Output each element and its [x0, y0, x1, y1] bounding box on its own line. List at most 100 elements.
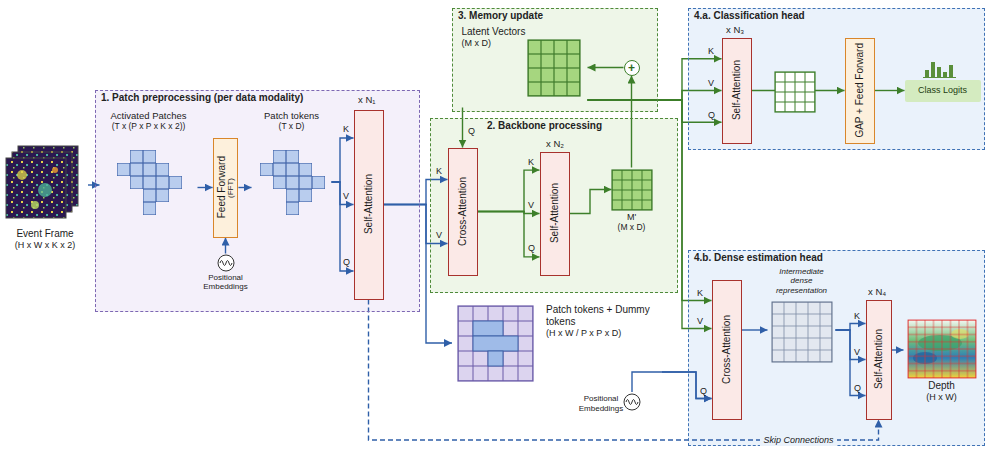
connector-line: [875, 90, 905, 91]
node-label: Activated Patches: [100, 110, 198, 121]
node-label: Depth: [904, 380, 980, 392]
repeat-count: x N₂: [546, 138, 564, 149]
connector-line: [225, 238, 226, 254]
region-tint: [452, 8, 658, 112]
attention-block: Self-Attention: [722, 38, 752, 144]
attention-input-label: Q: [700, 386, 707, 397]
connector-line: [588, 100, 712, 301]
connector-line: [478, 212, 540, 257]
token-grid: [458, 306, 533, 381]
connector-line: [332, 138, 354, 182]
connector-line: [632, 372, 712, 399]
connector-line: [836, 330, 866, 396]
region-title: 4.a. Classification head: [694, 10, 989, 22]
connector-line: [332, 182, 354, 271]
repeat-count: x N₃: [726, 24, 744, 35]
region-title: 2. Backbone processing: [487, 120, 733, 132]
region-title: 4.b. Dense estimation head: [694, 252, 989, 264]
connector: [631, 76, 632, 168]
connector: [478, 170, 540, 257]
region-title: 1. Patch preprocessing (per data modalit…: [101, 92, 424, 104]
connector-line: [742, 329, 768, 330]
node-label: (H x W x K x 2): [2, 240, 88, 251]
event-frame-image: [6, 146, 78, 218]
region-tint: [688, 250, 985, 446]
connector-line: [892, 349, 904, 350]
region-tint: [688, 8, 985, 150]
node-label: Patch tokens: [252, 110, 332, 121]
repeat-count: x N₁: [358, 94, 375, 105]
embedding-symbol: Positional Embeddings: [194, 254, 258, 306]
connector-line: [88, 184, 100, 185]
connector: [742, 330, 768, 331]
attention-input-label: K: [854, 311, 860, 322]
connector: [198, 187, 213, 188]
connector-line: [238, 187, 251, 188]
latent-grid: [528, 40, 580, 96]
attention-block: Cross-Attention: [712, 280, 742, 420]
attention-block: Self-Attention: [354, 110, 384, 300]
connector: [588, 67, 624, 68]
attention-input-label: V: [436, 230, 442, 241]
connector-line: [588, 59, 722, 100]
node-label: (FFT): [227, 178, 236, 198]
input-figure: Event Frame(H x W x K x 2): [2, 140, 88, 270]
connector: [632, 372, 712, 399]
region-tint: [95, 90, 420, 312]
attention-input-label: V: [343, 191, 349, 202]
connector-line: [369, 300, 879, 441]
node-label: Self-Attention: [549, 183, 560, 243]
attention-block: Cross-Attention: [448, 148, 478, 276]
stage-region: 4.b. Dense estimation headCross-Attentio…: [688, 250, 985, 446]
token-figure: Patch tokens(T x D): [252, 108, 332, 228]
attention-input-label: V: [708, 78, 714, 89]
node-label: (M x D): [462, 38, 526, 49]
connector: [238, 187, 251, 188]
connector-line: [570, 190, 612, 214]
attention-input-label: V: [697, 316, 703, 327]
depth-image: [908, 320, 976, 378]
positional-embedding-symbol: [624, 394, 640, 410]
region-title: 3. Memory update: [458, 10, 662, 22]
node-label: Self-Attention: [731, 60, 742, 120]
node-label: (H x W / P x P x D): [546, 328, 662, 339]
feed-forward-block: GAP + Feed Forward: [845, 38, 875, 144]
attention-input-label: K: [528, 157, 534, 168]
region-tint: [430, 118, 678, 293]
attention-input-label: Q: [708, 110, 715, 121]
positional-embedding-symbol: [218, 255, 234, 271]
connector: [836, 324, 866, 396]
connector-line: [588, 67, 624, 68]
attention-block: Self-Attention: [866, 300, 892, 420]
patch-tokens-grid: [260, 150, 325, 215]
node-label: (M x D): [607, 222, 657, 232]
output-figure: Depth(H x W): [904, 318, 980, 414]
node-label: (T x (P x P x K x 2)): [100, 121, 198, 131]
node-label: Intermediate dense representation: [768, 267, 836, 296]
sum-node: +: [624, 60, 640, 76]
latent-figure: M'(M x D): [607, 168, 657, 248]
attention-input-label: K: [436, 166, 442, 177]
dense-figure: Intermediate dense representation: [768, 266, 836, 366]
connector: [892, 350, 904, 351]
connector-line: [384, 180, 448, 205]
activated-patches-grid: [117, 150, 182, 215]
node-label: Cross-Attention: [457, 177, 468, 246]
connector: [332, 138, 354, 271]
connector-line: [662, 372, 712, 399]
connector-line: [332, 182, 354, 205]
connector: [875, 90, 905, 91]
connector: [570, 190, 612, 214]
node-label: M': [607, 212, 657, 223]
node-label: Class Logits: [918, 85, 967, 96]
node-label: +: [628, 62, 635, 74]
logits-bars: [923, 62, 956, 78]
connector: [588, 59, 722, 123]
dense-grid: [772, 302, 832, 362]
stage-region: 3. Memory updateLatent Vectors(M x D)+: [452, 8, 658, 112]
connector-line: [384, 205, 453, 344]
latent-grid: [612, 170, 652, 210]
